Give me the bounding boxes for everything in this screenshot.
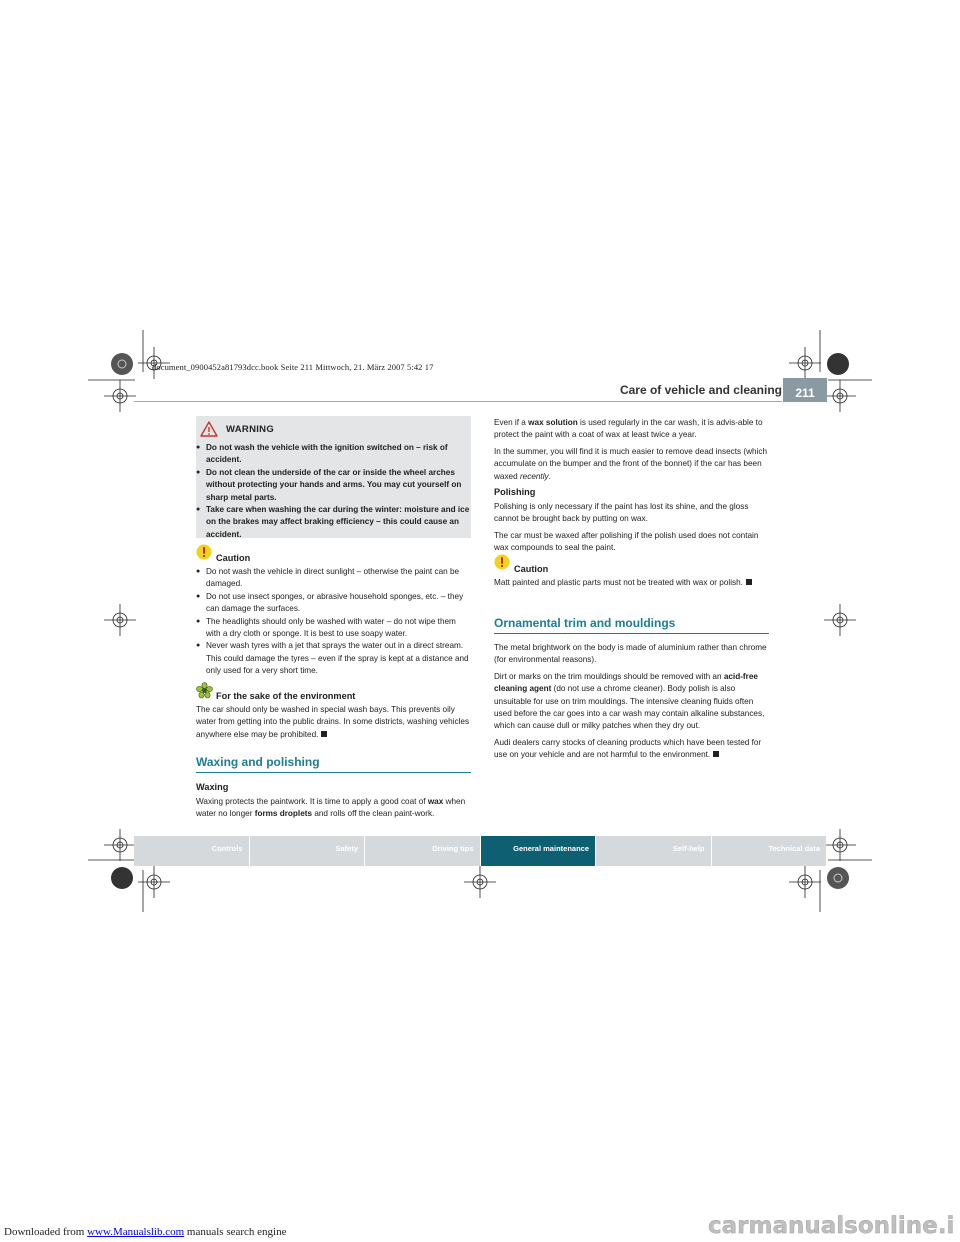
caution-icon — [494, 554, 510, 570]
paragraph: Polishing is only necessary if the paint… — [494, 502, 749, 524]
tab-technical-data[interactable]: Technical data — [768, 844, 820, 853]
waxing-text-left: Waxing Waxing protects the paintwork. It… — [196, 778, 471, 821]
section-title: Waxing and polishing — [196, 755, 320, 769]
paragraph: Waxing protects the paintwork. It is tim… — [196, 797, 466, 819]
end-mark — [713, 751, 720, 758]
warning-triangle-icon — [200, 421, 218, 437]
chapter-nav: Controls Safety Driving tips General mai… — [134, 836, 826, 866]
page-number: 211 — [783, 378, 827, 402]
warning-bullet: Take care when washing the car during th… — [196, 504, 470, 541]
caution-text: Matt painted and plastic parts must not … — [494, 577, 769, 589]
caution-bullet: Do not wash the vehicle in direct sunlig… — [196, 566, 471, 591]
page-title: Care of vehicle and cleaning — [619, 383, 782, 397]
paragraph: Even if a wax solution is used regularly… — [494, 418, 763, 440]
section-trim: Ornamental trim and mouldings — [494, 615, 769, 634]
tab-general-maintenance[interactable]: General maintenance — [480, 836, 595, 866]
environment-text: The car should only be washed in special… — [196, 705, 470, 739]
section-waxing: Waxing and polishing — [196, 754, 471, 773]
header-rule — [134, 401, 782, 402]
end-mark — [321, 730, 328, 737]
paragraph: In the summer, you will find it is much … — [494, 446, 768, 481]
subhead-waxing: Waxing — [196, 782, 229, 792]
trim-text: The metal brightwork on the body is made… — [494, 642, 769, 762]
caution-bullet: Do not use insect sponges, or abrasive h… — [196, 591, 471, 616]
caution-title: Caution — [216, 553, 251, 563]
environment-section: For the sake of the environment The car … — [196, 688, 471, 741]
manualslib-link[interactable]: www.Manualslib.com — [87, 1226, 185, 1238]
caution-title: Caution — [514, 564, 549, 574]
paragraph: Dirt or marks on the trim mouldings shou… — [494, 671, 765, 731]
tab-controls[interactable]: Controls — [211, 844, 243, 853]
section-rule — [196, 772, 471, 773]
end-mark — [745, 579, 752, 585]
tab-self-help[interactable]: Self-help — [672, 844, 705, 853]
file-info: document_0900452a81793dcc.book Seite 211… — [152, 362, 434, 372]
warning-title: WARNING — [226, 424, 275, 435]
tab-safety[interactable]: Safety — [335, 844, 358, 853]
warning-bullet: Do not wash the vehicle with the ignitio… — [196, 442, 470, 467]
warning-content: WARNING Do not wash the vehicle with the… — [196, 418, 470, 541]
watermark-text: carmanualsonline.info — [708, 1213, 956, 1239]
caution-icon — [196, 544, 212, 560]
right-column: Even if a wax solution is used regularly… — [494, 417, 769, 555]
environment-title: For the sake of the environment — [216, 691, 356, 701]
subhead-polishing: Polishing — [494, 487, 536, 498]
paragraph: Audi dealers carry stocks of cleaning pr… — [494, 737, 762, 760]
section-rule — [494, 633, 769, 634]
caution2-section: Caution Matt painted and plastic parts m… — [494, 561, 769, 589]
tab-driving-tips[interactable]: Driving tips — [432, 844, 474, 853]
warning-bullet: Do not clean the underside of the car or… — [196, 467, 470, 504]
caution-bullet: The headlights should only be washed wit… — [196, 616, 471, 641]
caution-section: Caution Do not wash the vehicle in direc… — [196, 550, 471, 678]
watermark-logo: carmanualsonline.info — [708, 1213, 956, 1239]
section-title: Ornamental trim and mouldings — [494, 616, 676, 630]
footer: Downloaded from www.Manualslib.com manua… — [4, 1226, 287, 1238]
paragraph: The car must be waxed after polishing if… — [494, 530, 759, 553]
environment-flower-icon — [196, 682, 213, 699]
caution-bullet: Never wash tyres with a jet that sprays … — [196, 640, 471, 677]
paragraph: The metal brightwork on the body is made… — [494, 643, 767, 665]
